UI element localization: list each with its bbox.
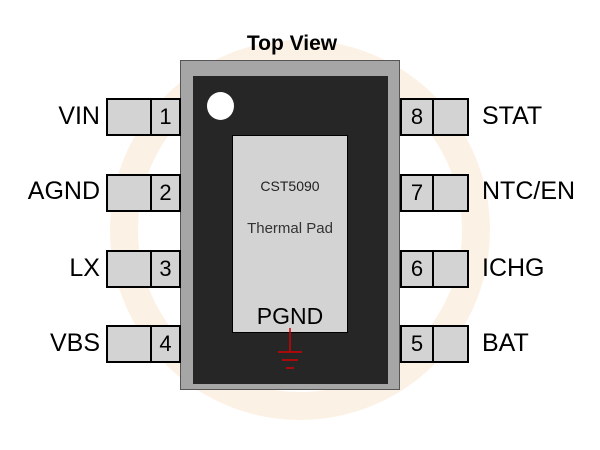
chip-name: CST5090 [260, 178, 320, 194]
pin-label-vbs: VBS [49, 329, 100, 357]
pin-label-ichg: ICHG [482, 254, 545, 282]
pin-8: 8 [400, 98, 469, 136]
pin-label-stat: STAT [482, 102, 543, 130]
diagram-title: Top View [0, 32, 600, 56]
pgnd-label: PGND [256, 303, 324, 329]
pin-4: 4 [106, 325, 181, 363]
pin-number: 6 [402, 252, 434, 286]
ground-symbol-icon [278, 328, 302, 369]
pin-7: 7 [400, 174, 469, 212]
pin-label-ntc-en: NTC/EN [482, 177, 576, 205]
pin-label-agnd: AGND [27, 177, 100, 205]
pin-number: 1 [159, 104, 172, 129]
pin-3: 3 [106, 250, 181, 288]
pin-number: 8 [402, 100, 434, 134]
pin-label-bat: BAT [482, 329, 529, 357]
pin1-marker-dot [207, 92, 234, 120]
title-text: Top View [246, 32, 338, 55]
pin-2: 2 [106, 174, 181, 212]
pin-6: 6 [400, 250, 469, 288]
pin-1: 1 [106, 98, 181, 136]
thermal-pad-label: Thermal Pad [247, 220, 333, 237]
pin-label-lx: LX [69, 254, 100, 282]
pin-number: 7 [402, 176, 434, 210]
pin-5: 5 [400, 325, 469, 363]
pin-number: 5 [402, 327, 434, 361]
thermal-pad [232, 135, 348, 333]
pin-label-vin: VIN [58, 102, 100, 130]
pin-number: 4 [159, 331, 172, 356]
pin-number: 3 [159, 256, 172, 281]
pin-number: 2 [159, 180, 172, 205]
